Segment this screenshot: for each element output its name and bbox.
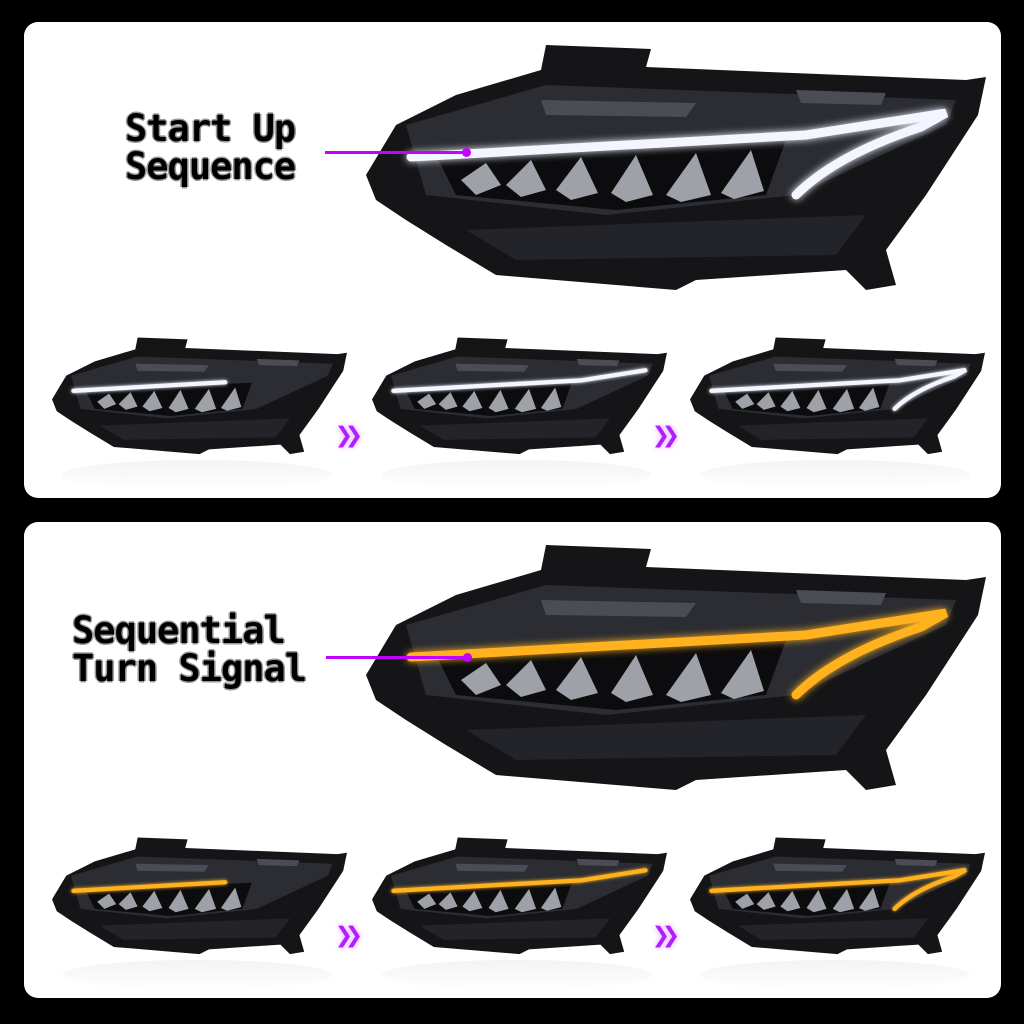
- main-headlight: [365, 45, 987, 295]
- sequence-stage-headlight: [690, 337, 985, 457]
- reflection: [62, 460, 332, 490]
- sequence-stage-headlight: [52, 337, 347, 457]
- headlight-housing: [52, 338, 347, 455]
- turn-signal-label-line2: Turn Signal: [72, 647, 307, 690]
- drl-light-strip: [71, 367, 330, 412]
- drl-light-strip: [709, 867, 968, 912]
- startup-label-line1: Start Up: [125, 107, 296, 150]
- turn-signal-pointer: [326, 653, 472, 662]
- drl-light-strip: [71, 867, 330, 912]
- headlight-housing: [372, 338, 667, 455]
- startup-pointer: [325, 148, 471, 157]
- headlight-housing: [690, 338, 985, 455]
- reflection: [62, 960, 332, 990]
- drl-light-strip: [709, 367, 968, 412]
- headlight-housing: [52, 838, 347, 955]
- double-chevron-right-icon: ❯❯: [335, 418, 363, 453]
- reflection: [700, 960, 970, 990]
- double-chevron-right-icon: ❯❯: [652, 418, 680, 453]
- headlight-housing: [366, 545, 986, 790]
- sequence-stage-headlight: [372, 337, 667, 457]
- drl-light-strip: [406, 608, 949, 700]
- drl-light-strip: [391, 867, 650, 912]
- headlight-housing: [690, 838, 985, 955]
- drl-light-strip: [391, 367, 650, 412]
- headlight-housing: [372, 838, 667, 955]
- reflection: [700, 460, 970, 490]
- headlight-housing: [366, 45, 986, 290]
- startup-label-line2: Sequence: [125, 145, 296, 188]
- sequence-stage-headlight: [372, 837, 667, 957]
- turn-signal-label-line1: Sequential: [72, 609, 286, 652]
- double-chevron-right-icon: ❯❯: [652, 918, 680, 953]
- reflection: [382, 960, 652, 990]
- main-headlight: [365, 545, 987, 795]
- reflection: [382, 460, 652, 490]
- sequence-stage-headlight: [690, 837, 985, 957]
- sequence-stage-headlight: [52, 837, 347, 957]
- drl-light-strip: [406, 108, 949, 200]
- double-chevron-right-icon: ❯❯: [335, 918, 363, 953]
